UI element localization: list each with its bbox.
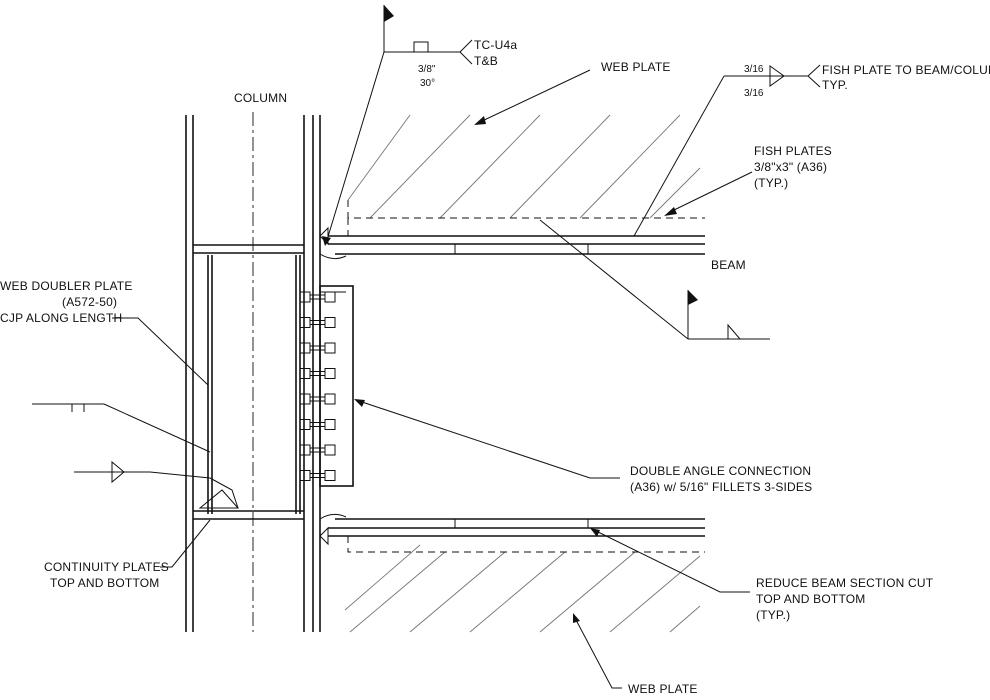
rbs-label-1: REDUCE BEAM SECTION CUT (756, 576, 934, 590)
bolt (299, 342, 336, 354)
continuity-label-1: CONTINUITY PLATES (44, 560, 169, 574)
double-angle-label-2: (A36) w/ 5/16" FILLETS 3-SIDES (630, 480, 812, 494)
web-doubler-label-1: WEB DOUBLER PLATE (0, 279, 133, 293)
fish-plates-label-2: 3/8"x3" (A36) (754, 160, 827, 174)
weld-symbol-cjp (32, 403, 211, 453)
web-plate-bottom-hatch (344, 544, 701, 633)
double-angle-label-1: DOUBLE ANGLE CONNECTION (630, 464, 811, 478)
bolt (299, 291, 336, 303)
weld-tc-label-2: T&B (474, 54, 498, 68)
web-doubler-leader (112, 317, 209, 386)
web-plate-top-leader (479, 69, 591, 123)
bolt (299, 444, 336, 456)
fish-plate-weld-label-2: TYP. (822, 78, 848, 92)
web-doubler-label-2: (A572-50) (62, 295, 117, 309)
fish-plate-weld-label-1: FISH PLATE TO BEAM/COLUMN (822, 63, 990, 77)
continuity-label-2: TOP AND BOTTOM (50, 576, 160, 590)
fish-plates-leader (669, 171, 753, 213)
bolt-group (299, 291, 336, 481)
weld-symbol-fish-plate (633, 64, 821, 237)
bolt (299, 470, 336, 481)
weld-symbol-tc-u4a (322, 5, 473, 246)
web-doubler-label-3: CJP ALONG LENGTH (0, 311, 122, 325)
fillet-size-bottom: 3/16 (744, 88, 764, 99)
fish-plates (347, 200, 705, 553)
fish-plates-label-3: (TYP.) (754, 176, 788, 190)
web-plate-top-hatch (347, 114, 701, 219)
web-doubler-plate (207, 255, 301, 514)
bolt (299, 393, 336, 405)
weld-angle-label: 30° (420, 78, 435, 89)
web-plate-top-label: WEB PLATE (601, 60, 671, 74)
fish-plates-label-1: FISH PLATES (754, 144, 832, 158)
weld-symbol-rbs (539, 219, 770, 340)
bolt (299, 368, 336, 379)
bolt (299, 419, 336, 430)
continuity-leader (160, 519, 211, 568)
continuity-plates (193, 244, 304, 520)
double-angle-leader (355, 399, 620, 479)
column (185, 112, 321, 632)
column-label: COLUMN (234, 91, 287, 105)
double-angle (319, 285, 354, 487)
beam-label: BEAM (711, 258, 746, 272)
rbs-label-2: TOP AND BOTTOM (756, 592, 866, 606)
rbs-label-3: (TYP.) (756, 608, 790, 622)
web-plate-bottom-label: WEB PLATE (628, 682, 698, 696)
web-plate-bottom-leader (574, 617, 622, 689)
fillet-size-top: 3/16 (744, 64, 764, 75)
rbs-leader (593, 529, 750, 593)
weld-size-label: 3/8" (418, 64, 436, 75)
beam (319, 226, 705, 546)
bolt (299, 317, 336, 328)
weld-tc-label-1: TC-U4a (474, 38, 517, 52)
weld-symbol-fillet-continuity (74, 460, 240, 509)
